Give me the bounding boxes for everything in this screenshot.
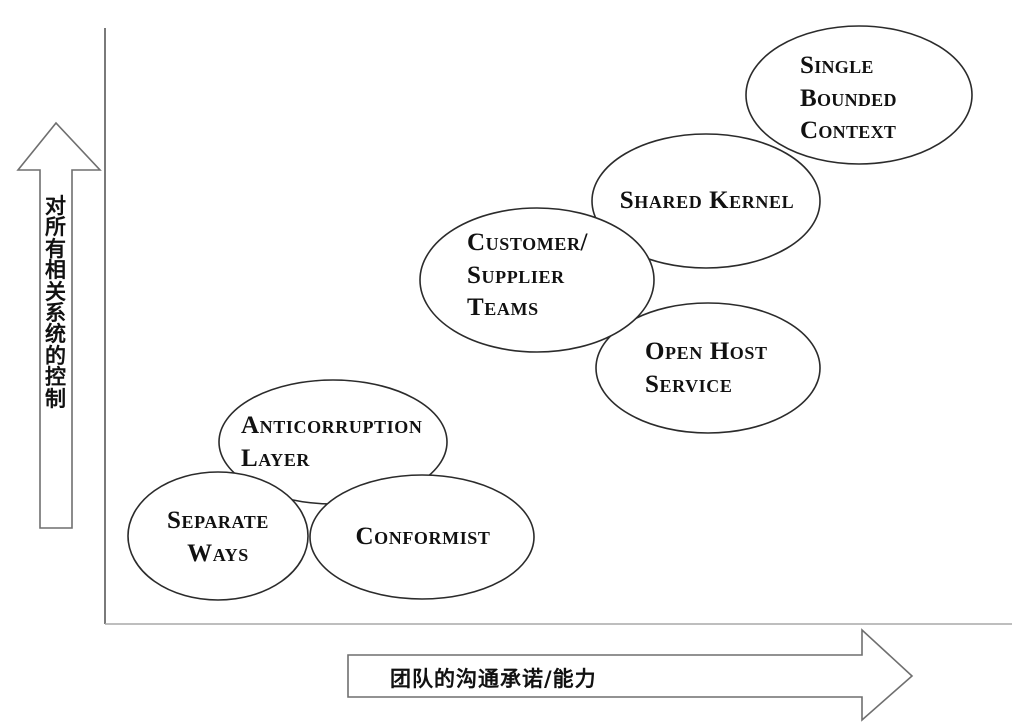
x-axis-caption: 团队的沟通承诺/能力 xyxy=(390,667,597,691)
node-conformist[interactable] xyxy=(309,474,535,600)
x-axis-arrow xyxy=(347,628,914,722)
node-separate-ways[interactable] xyxy=(127,471,309,601)
node-customer-supplier-teams[interactable] xyxy=(419,207,655,353)
y-axis-caption: 对所有相关系统的控制 xyxy=(45,194,67,411)
node-shared-kernel[interactable] xyxy=(591,133,821,269)
y-axis-arrow xyxy=(16,121,102,529)
node-open-host-service[interactable] xyxy=(595,302,821,434)
node-single-bounded-context[interactable] xyxy=(745,25,973,165)
